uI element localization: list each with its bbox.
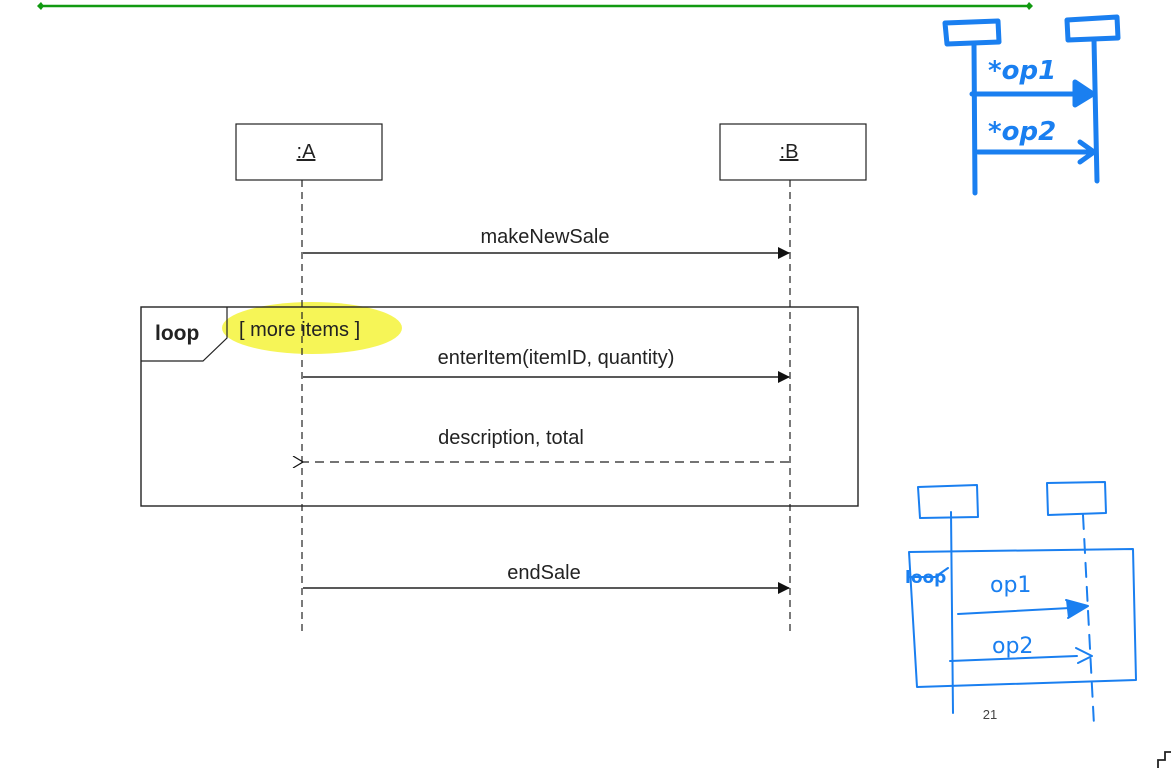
message-enter-item[interactable]: enterItem(itemID, quantity) [303, 347, 790, 383]
sketch-loop-label: loop [905, 568, 946, 588]
lifeline-a-head[interactable] [235, 123, 383, 181]
fragment-operator-tab [141, 307, 228, 362]
fragment-guard: [ more items ] [239, 319, 360, 341]
page-number: 21 [983, 707, 997, 722]
handwritten-sketch-top: *op1 *op2 [942, 14, 1121, 196]
lifeline-a-label: :A [297, 141, 317, 163]
message-description-total[interactable]: description, total [303, 427, 789, 462]
message-end-sale[interactable]: endSale [303, 562, 790, 594]
message-label: description, total [438, 427, 584, 449]
message-make-new-sale[interactable]: makeNewSale [303, 226, 790, 259]
lifeline-b-head[interactable] [719, 123, 867, 181]
fragment-operator: loop [155, 322, 199, 345]
lifeline-b-label: :B [780, 141, 799, 163]
message-label: endSale [507, 562, 580, 584]
guard-highlight [222, 302, 402, 354]
message-label: makeNewSale [481, 226, 610, 248]
sketch-op1-label: op1 [990, 573, 1031, 598]
sketch-op2-label: *op2 [988, 117, 1056, 147]
lifeline-a: :A [235, 123, 383, 635]
sketch-op1-label: *op1 [988, 56, 1056, 86]
sketch-op2-label: op2 [992, 634, 1033, 659]
green-pen-stroke [37, 2, 1033, 10]
lifeline-b: :B [719, 123, 867, 635]
resize-handle-icon[interactable] [1157, 751, 1171, 768]
fragment-frame [140, 306, 859, 507]
handwritten-sketch-bottom: loop op1 op2 [905, 481, 1137, 726]
loop-fragment: loop [ more items ] [140, 306, 859, 507]
message-label: enterItem(itemID, quantity) [438, 347, 675, 369]
